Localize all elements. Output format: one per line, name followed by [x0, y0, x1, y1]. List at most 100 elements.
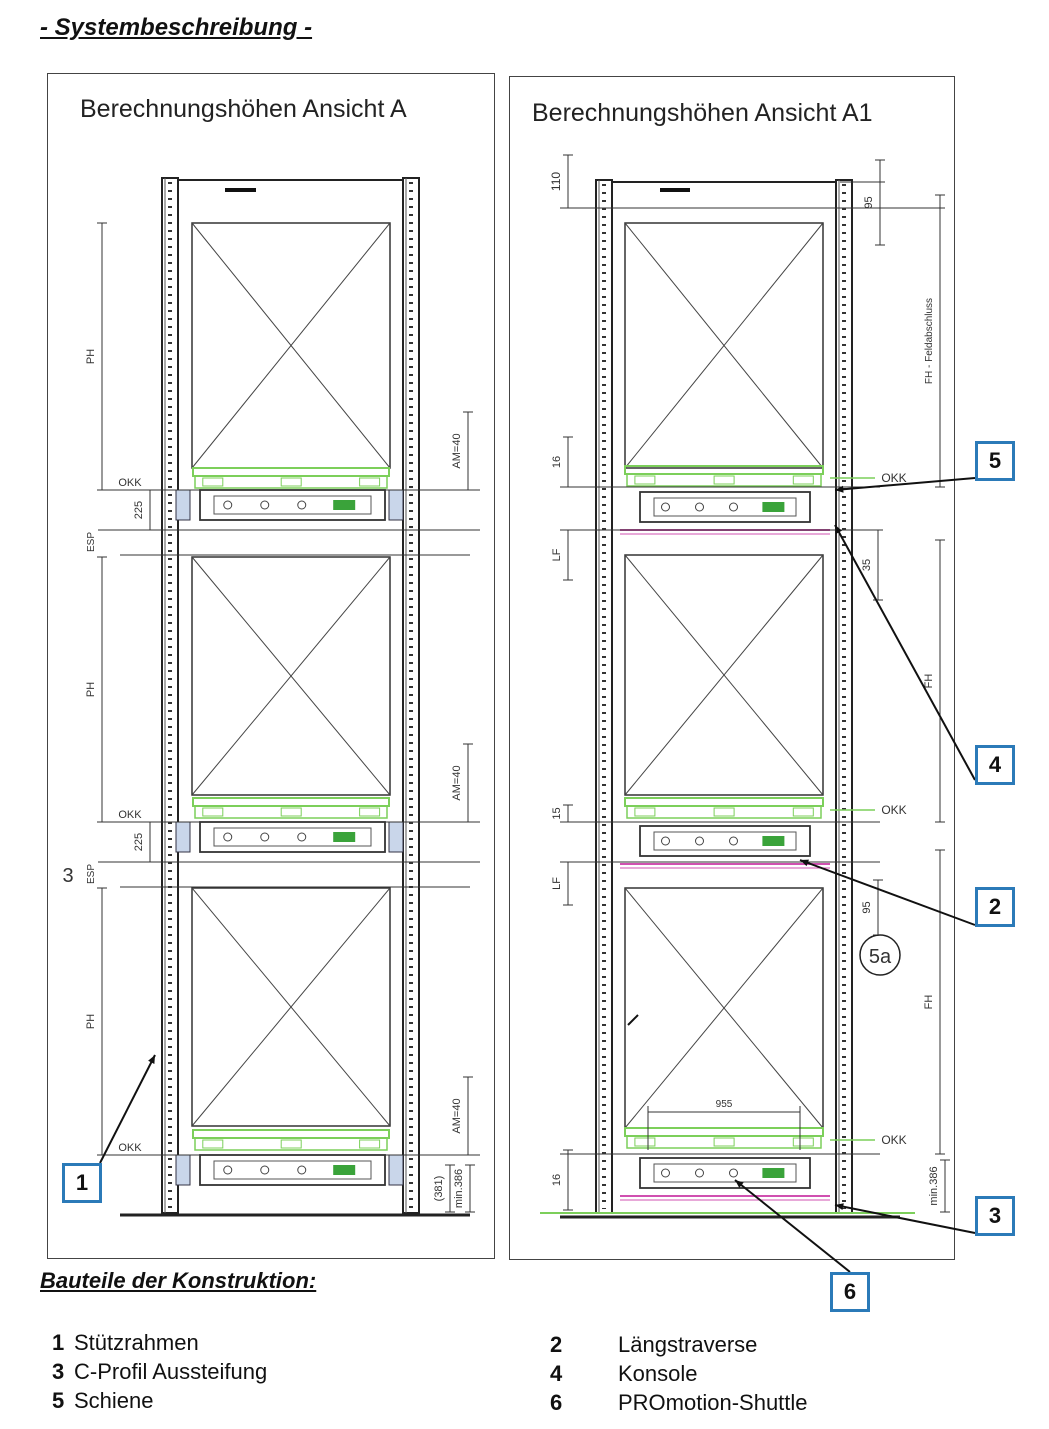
- okk-label: OKK: [881, 803, 906, 817]
- leader-line: [99, 1054, 156, 1164]
- am-label: AM=40: [451, 433, 463, 468]
- am-label: AM=40: [451, 765, 463, 800]
- dim-225-label: 225: [133, 833, 145, 851]
- okk-label: OKK: [118, 477, 142, 489]
- pallet-block: [202, 1139, 224, 1149]
- load-unit: [624, 222, 824, 469]
- shuttle-body: [199, 489, 386, 521]
- pallet-base: [194, 1137, 388, 1151]
- load-unit: [191, 887, 391, 1127]
- callout-6: 6: [830, 1272, 870, 1312]
- load-diagonal: [191, 887, 391, 1127]
- panel-ansicht-a: [47, 73, 495, 1259]
- pallet-block: [792, 475, 814, 485]
- console-right: [388, 489, 404, 521]
- pallet-block: [713, 1137, 735, 1147]
- shuttle-wheel: [223, 1165, 233, 1175]
- min-386-label: min.386: [453, 1169, 465, 1208]
- lf-label: LF: [551, 877, 563, 890]
- document-heading: - Systembeschreibung -: [40, 14, 313, 41]
- pallet-top: [624, 465, 824, 475]
- shuttle-wheel: [260, 1165, 270, 1175]
- pallet-base: [194, 805, 388, 819]
- shuttle-wheel: [729, 502, 738, 512]
- callout-4: 4: [975, 745, 1015, 785]
- load-diagonal: [191, 556, 391, 796]
- pallet-block: [280, 477, 302, 487]
- pallet-block: [792, 1137, 814, 1147]
- shuttle-wheel: [695, 502, 704, 512]
- pallet-block: [202, 807, 224, 817]
- callout-1: 1: [62, 1163, 102, 1203]
- okk-label: OKK: [881, 1133, 906, 1147]
- ph-label: PH: [85, 1014, 97, 1029]
- dim-16-label: 16: [551, 1174, 563, 1186]
- leader-lines: [99, 477, 976, 1273]
- leader-arrowhead: [835, 485, 844, 493]
- pallet-top: [624, 1127, 824, 1137]
- dim-16-label: 16: [551, 456, 563, 468]
- dim-95-label: 95: [861, 901, 873, 913]
- dim-381-label: (381): [433, 1176, 445, 1202]
- direction-arrow: [627, 1014, 639, 1026]
- pallet-block: [359, 807, 381, 817]
- console-right: [388, 821, 404, 853]
- shuttle-module: [333, 500, 356, 510]
- shuttle-frame: [653, 1163, 797, 1183]
- shuttle-wheel: [661, 502, 670, 512]
- okk-label: OKK: [881, 471, 906, 485]
- console-right: [388, 1154, 404, 1186]
- shuttle-frame: [213, 495, 372, 515]
- pallet-base: [194, 475, 388, 489]
- am-label: AM=40: [451, 1098, 463, 1133]
- pallet-top: [192, 797, 390, 807]
- shuttle-module: [762, 836, 785, 846]
- dim-110-label: 110: [549, 172, 563, 191]
- circle-5a-label: 5a: [869, 946, 892, 968]
- leader-line: [799, 859, 976, 926]
- parts-title: Bauteile der Konstruktion:: [40, 1268, 317, 1293]
- pallet-block: [792, 807, 814, 817]
- leader-line: [834, 524, 976, 781]
- shuttle-body: [639, 825, 811, 857]
- shuttle-wheel: [729, 1168, 738, 1178]
- lf-label: LF: [551, 548, 563, 561]
- shuttle-wheel: [297, 1165, 307, 1175]
- shuttle-wheel: [695, 1168, 704, 1178]
- leader-arrowhead: [735, 1180, 744, 1188]
- pallet-block: [359, 1139, 381, 1149]
- shuttle-body: [199, 821, 386, 853]
- pallet-top: [192, 467, 390, 477]
- shuttle-module: [762, 502, 785, 512]
- okk-label: OKK: [118, 809, 142, 821]
- callout-2: 2: [975, 887, 1015, 927]
- shuttle-wheel: [661, 1168, 670, 1178]
- panel-a-title: Berechnungshöhen Ansicht A: [80, 95, 407, 123]
- shuttle-frame: [653, 497, 797, 517]
- shuttle-module: [333, 832, 356, 842]
- pallet-top: [192, 1129, 390, 1139]
- shuttle-body: [639, 491, 811, 523]
- console-left: [175, 821, 191, 853]
- shuttle-frame: [213, 1160, 372, 1180]
- leader-line: [834, 477, 976, 491]
- dim-95-label: 95: [863, 196, 875, 208]
- shuttle-wheel: [260, 500, 270, 510]
- pallet-block: [634, 1137, 656, 1147]
- leader-arrowhead: [835, 1203, 844, 1211]
- load-unit: [624, 554, 824, 796]
- ph-label: PH: [85, 682, 97, 697]
- load-diagonal: [624, 887, 824, 1129]
- shuttle-module: [762, 1168, 785, 1178]
- shuttle-wheel: [297, 832, 307, 842]
- dim-15-label: 15: [551, 807, 563, 819]
- shuttle-frame: [653, 831, 797, 851]
- pallet-base: [626, 805, 822, 819]
- dim-955-label: 955: [716, 1099, 733, 1110]
